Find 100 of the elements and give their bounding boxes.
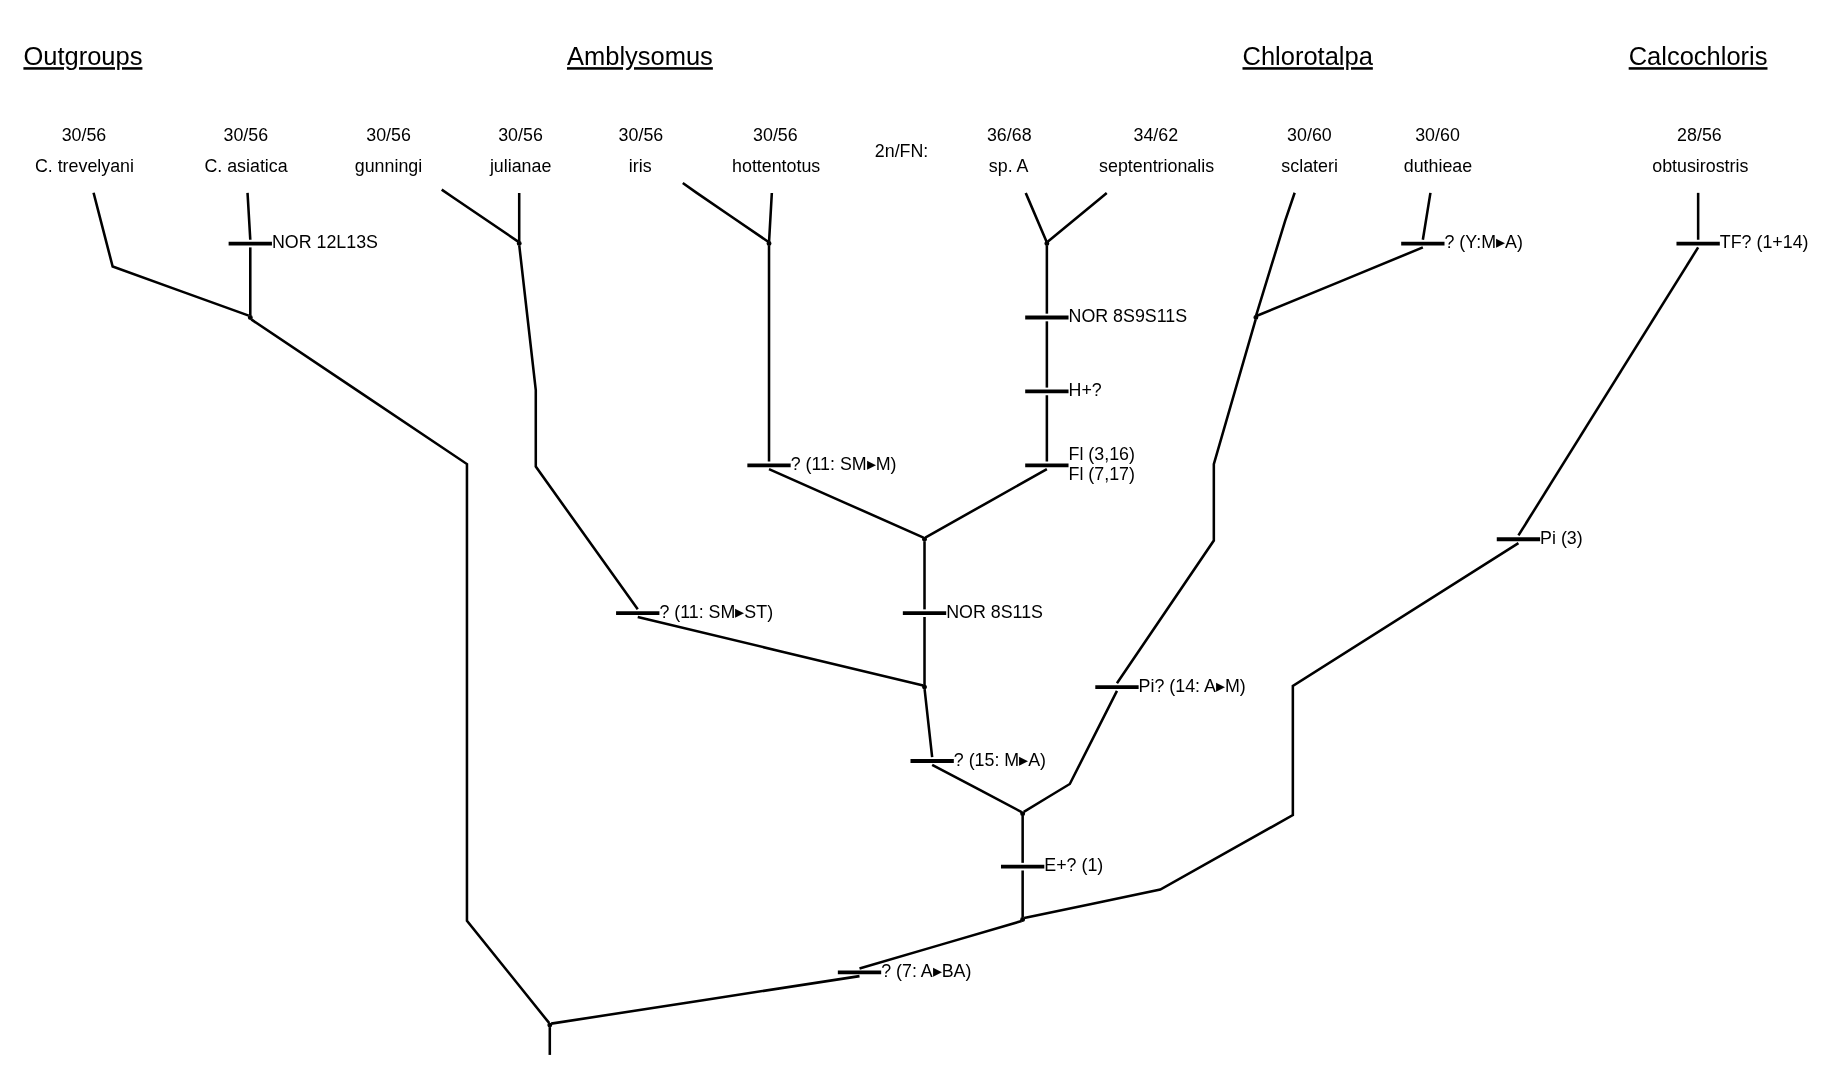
connector — [931, 763, 1023, 813]
node-bar — [747, 462, 791, 467]
node-text: sclateri — [1281, 155, 1338, 176]
node-bar — [910, 758, 954, 763]
connector — [246, 192, 252, 240]
connector — [518, 245, 639, 610]
node-text: julianae — [489, 155, 552, 176]
node-label: 30/56 — [618, 124, 664, 145]
node-label: Fl (3,16) — [1068, 444, 1135, 464]
connector — [923, 616, 926, 685]
connector — [1696, 192, 1700, 240]
label: Calcochloris — [1628, 41, 1768, 70]
node-label: 30/56 — [61, 124, 107, 145]
connector — [1421, 192, 1432, 240]
node-text: gunningi — [354, 155, 423, 176]
label: Amblysomus — [567, 41, 713, 70]
connector — [859, 919, 1022, 970]
node-bar — [1496, 536, 1541, 541]
connector — [682, 181, 769, 243]
connector — [1023, 541, 1520, 919]
connector — [548, 1026, 552, 1055]
connector — [767, 192, 774, 242]
connector — [1256, 245, 1424, 317]
node-bar — [1401, 241, 1445, 245]
node-label: 36/68 — [986, 124, 1032, 145]
connector — [1045, 394, 1049, 461]
node-bar — [1025, 462, 1069, 467]
node-point — [1253, 314, 1259, 320]
label: Chlorotalpa — [1242, 41, 1373, 70]
connector — [1045, 245, 1049, 314]
node-bar — [616, 610, 660, 615]
node-text: C. asiatica — [204, 155, 288, 176]
node-point — [1020, 916, 1026, 922]
node-label: 28/56 — [1677, 124, 1722, 145]
connector — [1021, 870, 1024, 917]
connector — [92, 191, 250, 317]
node-label: ? (11: SM▸ST) — [659, 601, 774, 622]
connector — [1024, 192, 1048, 242]
label: 2n/FN: — [874, 140, 929, 161]
node-point — [547, 1022, 553, 1028]
node-label: 30/56 — [753, 124, 798, 145]
node-point — [516, 240, 522, 246]
node-label: ? (15: M▸A) — [953, 749, 1047, 770]
connector — [1023, 689, 1119, 813]
connector — [768, 467, 925, 539]
node-label: Pi? (14: A▸M) — [1138, 675, 1246, 696]
node-text: sp. A — [988, 155, 1029, 176]
connector — [923, 688, 934, 757]
node-point — [247, 314, 253, 320]
node-label: E+? (1) — [1044, 854, 1104, 875]
connector — [924, 467, 1048, 539]
node-label: 34/62 — [1133, 124, 1179, 145]
label: Outgroups — [23, 41, 143, 70]
node-text: hottentotus — [732, 155, 821, 176]
node-label: TF? (1+14) — [1719, 231, 1809, 252]
node-point — [922, 684, 927, 690]
connector — [1021, 815, 1024, 863]
node-label: NOR 8S11S — [946, 601, 1043, 622]
connector — [767, 244, 771, 461]
connector — [249, 246, 252, 315]
node-point — [766, 240, 772, 246]
node-bar — [1025, 389, 1069, 393]
connector — [250, 317, 551, 1024]
node-label: 30/56 — [223, 124, 269, 145]
node-text: septentrionalis — [1099, 155, 1215, 176]
node-text: C. trevelyani — [34, 155, 134, 176]
connector — [1517, 246, 1700, 536]
node-label: ? (Y:M▸A) — [1444, 231, 1523, 252]
node-bar — [228, 241, 272, 245]
node-label: 30/60 — [1415, 124, 1460, 145]
node-point — [1044, 240, 1050, 246]
node-label: 30/56 — [366, 124, 411, 145]
node-text: duthieae — [1403, 155, 1473, 176]
connector — [1254, 191, 1296, 316]
node-bar — [1095, 684, 1139, 689]
node-text: iris — [628, 155, 652, 176]
node-label: H+? — [1068, 379, 1102, 400]
connector — [923, 540, 926, 609]
node-point — [1020, 810, 1026, 816]
node-label: 30/60 — [1287, 124, 1332, 145]
node-label: ? (7: A▸BA) — [881, 960, 972, 981]
node-label: 30/56 — [498, 124, 543, 145]
node-label: NOR 12L13S — [271, 231, 378, 252]
node-label: ? (11: SM▸M) — [790, 453, 897, 474]
connector — [517, 192, 521, 242]
node-bar — [1001, 864, 1045, 869]
connector — [1115, 318, 1257, 684]
node-label: Fl (7,17) — [1068, 463, 1135, 484]
connector — [441, 188, 519, 243]
node-label: NOR 8S9S11S — [1068, 305, 1188, 326]
node-point — [922, 536, 927, 542]
connector — [551, 974, 860, 1025]
connector — [1046, 191, 1108, 243]
node-bar — [902, 610, 947, 615]
node-label: Pi (3) — [1540, 527, 1583, 548]
node-bar — [1025, 315, 1069, 319]
node-text: obtusirostris — [1652, 155, 1749, 176]
node-bar — [1676, 241, 1720, 245]
node-bar — [837, 969, 882, 974]
connector — [637, 615, 924, 687]
